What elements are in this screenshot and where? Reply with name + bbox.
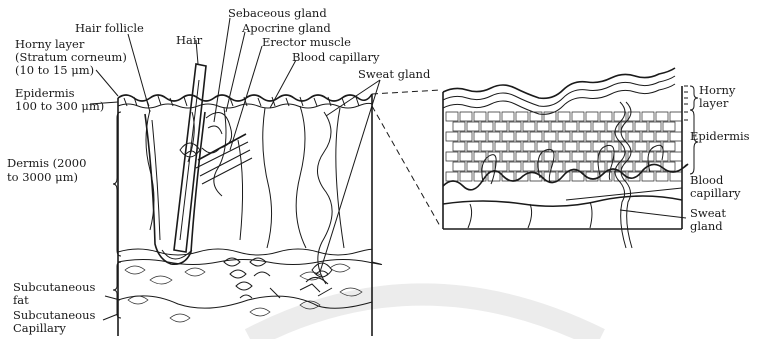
watermark-arc [250, 295, 600, 339]
label-hair-follicle: Hair follicle [75, 21, 144, 35]
label-stratum-corneum: (Stratum corneum) [15, 50, 127, 64]
inset-skin-block [443, 68, 688, 248]
label-epidermis: Epidermis [15, 86, 75, 100]
label-sweat-gland: Sweat gland [358, 67, 431, 81]
label-dermis: Dermis (2000 [7, 156, 86, 170]
label-subcutaneous-fat-2: fat [13, 293, 29, 307]
label-horny-thickness: (10 to 15 μm) [15, 63, 94, 77]
label-inset-epidermis: Epidermis [690, 129, 750, 143]
label-subcutaneous-capillary: Subcutaneous [13, 308, 96, 322]
label-inset-sweat: Sweat [690, 206, 726, 220]
leader-lines [90, 18, 686, 320]
label-epidermis-thickness: 100 to 300 μm) [15, 99, 104, 113]
label-apocrine-gland: Apocrine gland [241, 21, 331, 35]
label-horny-layer: Horny layer [15, 37, 85, 51]
label-inset-horny: Horny [699, 83, 736, 97]
label-subcutaneous-capillary-2: Capillary [13, 321, 66, 335]
label-inset-capillary: capillary [690, 186, 741, 200]
label-inset-blood: Blood [690, 173, 724, 187]
label-blood-capillary: Blood capillary [292, 50, 380, 64]
label-subcutaneous-fat: Subcutaneous [13, 280, 96, 294]
label-dermis-thickness: to 3000 μm) [7, 170, 78, 184]
label-hair: Hair [176, 33, 203, 47]
label-inset-layer: layer [699, 96, 729, 110]
label-sebaceous-gland: Sebaceous gland [228, 6, 327, 20]
label-erector-muscle: Erector muscle [262, 35, 351, 49]
label-inset-gland: gland [690, 219, 723, 233]
